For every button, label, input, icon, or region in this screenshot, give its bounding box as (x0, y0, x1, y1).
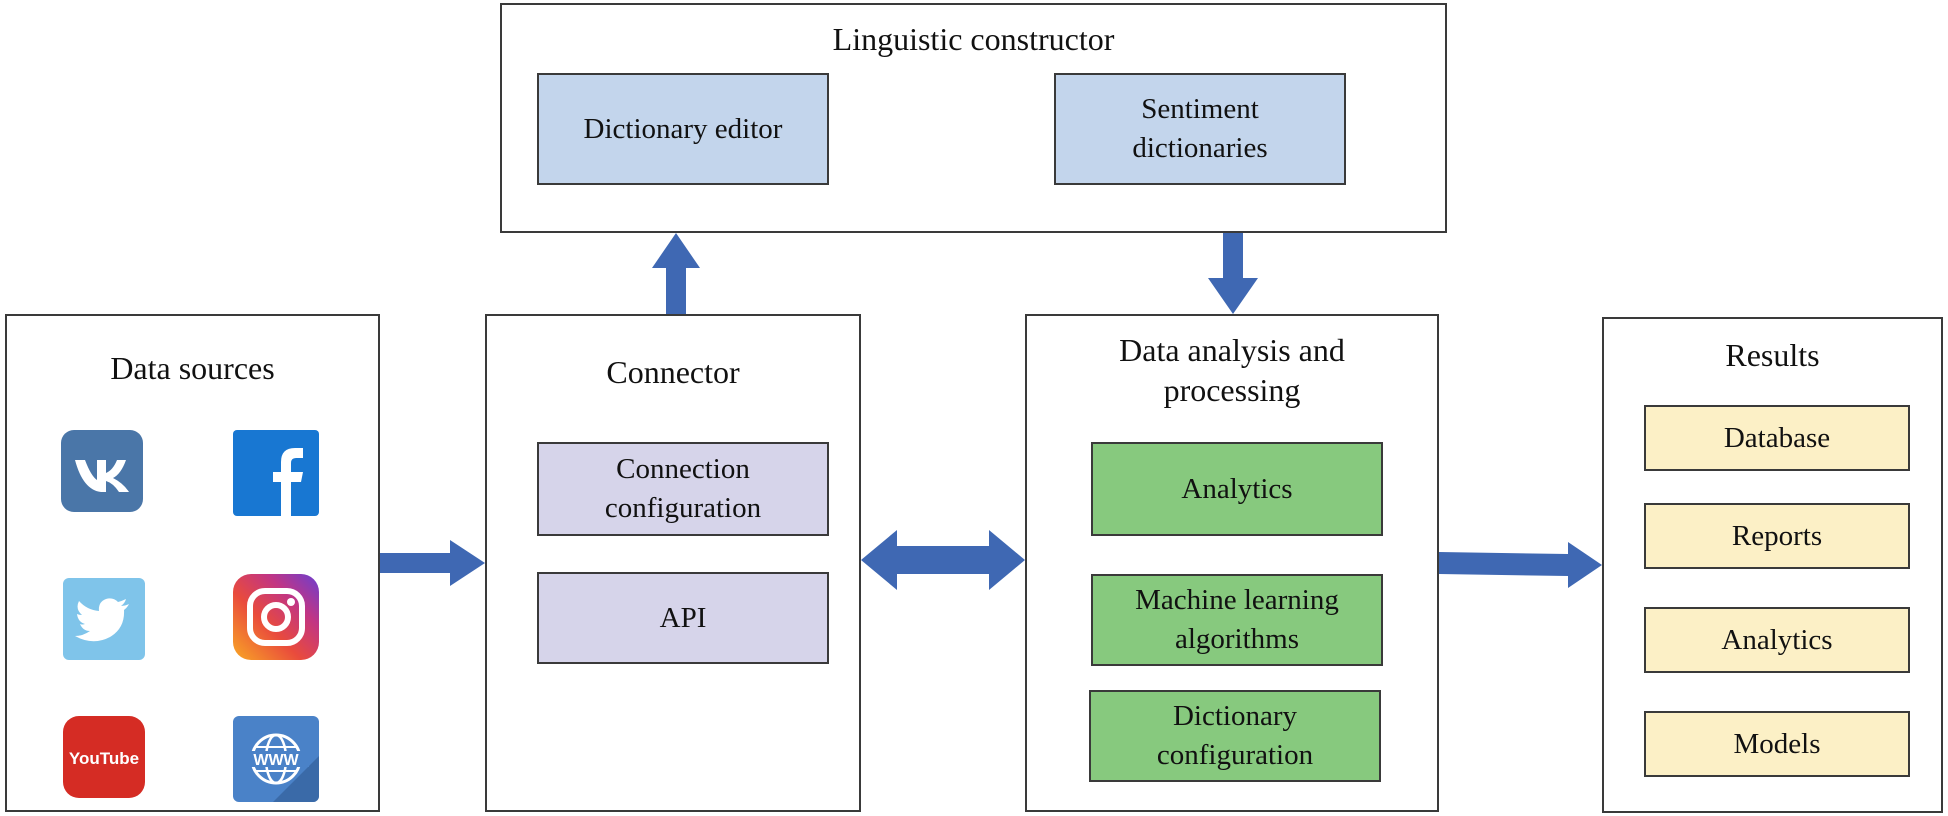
linguistic-constructor-panel: Linguistic constructor Dictionary editor… (500, 3, 1447, 233)
data-sources-panel: Data sources YouTube (5, 314, 380, 812)
data-sources-title: Data sources (110, 350, 275, 386)
arrow-analysis-to-results (1439, 542, 1602, 588)
arrow-connector-to-linguistic (652, 233, 700, 314)
models-box: Models (1644, 711, 1910, 777)
arrow-connector-analysis-bidirectional (861, 530, 1025, 590)
arrow-sources-to-connector (380, 540, 485, 586)
data-analysis-title: Data analysis and processing (1119, 332, 1345, 408)
instagram-icon (233, 574, 319, 660)
www-icon: WWW (233, 716, 319, 802)
youtube-logo-text: YouTube (69, 749, 139, 768)
machine-learning-box: Machine learning algorithms (1091, 574, 1383, 666)
results-title: Results (1725, 337, 1820, 373)
dictionary-editor-box: Dictionary editor (537, 73, 829, 185)
reports-box: Reports (1644, 503, 1910, 569)
api-box: API (537, 572, 829, 664)
dictionary-configuration-box: Dictionary configuration (1089, 690, 1381, 782)
linguistic-constructor-title: Linguistic constructor (832, 21, 1115, 57)
connection-configuration-box: Connection configuration (537, 442, 829, 536)
www-logo-text: WWW (253, 752, 299, 769)
vk-icon (61, 430, 143, 512)
data-analysis-panel: Data analysis and processing Analytics M… (1025, 314, 1439, 812)
analytics-result-box: Analytics (1644, 607, 1910, 673)
arrow-linguistic-to-analysis (1208, 233, 1258, 314)
results-panel: Results Database Reports Analytics Model… (1602, 317, 1943, 813)
analytics-box: Analytics (1091, 442, 1383, 536)
sentiment-dictionaries-box: Sentiment dictionaries (1054, 73, 1346, 185)
youtube-icon: YouTube (63, 716, 145, 798)
facebook-icon (233, 430, 319, 516)
connector-panel: Connector Connection configuration API (485, 314, 861, 812)
twitter-icon (63, 578, 145, 660)
database-box: Database (1644, 405, 1910, 471)
connector-title: Connector (606, 354, 740, 390)
